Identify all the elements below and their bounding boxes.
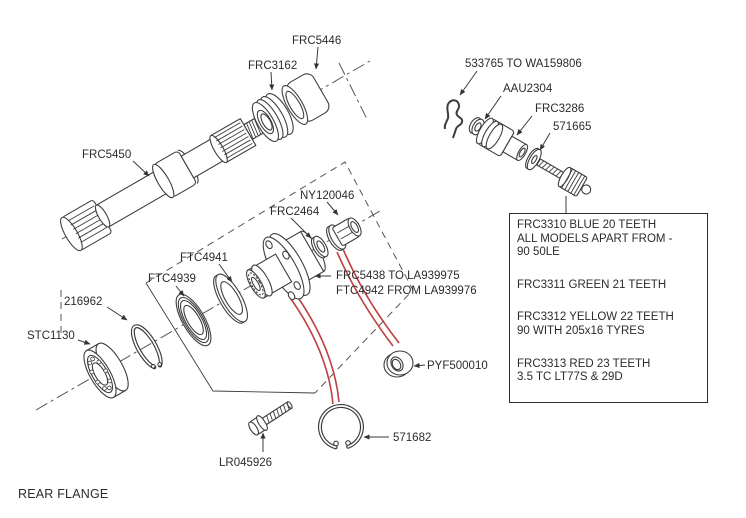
label-stc1130: STC1130 — [27, 330, 75, 342]
label-lr045926: LR045926 — [219, 457, 272, 469]
leader-stc1130 — [77, 339, 91, 345]
speedo-gear-shaft — [536, 158, 592, 197]
leader-frc3162 — [269, 71, 275, 91]
leader-ny120046 — [326, 201, 339, 216]
gear-option-frc3312: FRC3312 YELLOW 22 TEETH 90 WITH 205x16 T… — [517, 311, 703, 338]
subassembly-panel-solid — [145, 282, 316, 394]
leader-frc5446 — [313, 46, 320, 70]
leader-pyf500010 — [413, 362, 426, 369]
label-frc3162: FRC3162 — [248, 60, 297, 72]
gear-option-line: 3.5 TC LT77S & 29D — [517, 371, 623, 384]
housing-frc3286 — [475, 117, 529, 162]
label-571665: 571665 — [553, 121, 591, 133]
label-frc3286: FRC3286 — [535, 103, 584, 115]
subassembly-panel-dashed — [145, 161, 414, 394]
page-title: REAR FLANGE — [18, 487, 109, 501]
shaft-frc5450 — [60, 114, 269, 252]
gear-option-line: 90 WITH 205x16 TYRES — [517, 324, 645, 337]
leader-clip-range — [459, 70, 478, 96]
leader-frc3286 — [516, 115, 533, 136]
fitment-indicator-lines — [290, 248, 400, 405]
label-flange-line1: FRC5438 TO LA939975 — [336, 270, 460, 282]
washer-pyf500010 — [383, 350, 414, 378]
label-571682: 571682 — [393, 432, 431, 444]
label-frc5446: FRC5446 — [292, 35, 341, 47]
spline-bore — [248, 272, 264, 296]
label-frc5450: FRC5450 — [82, 149, 131, 161]
leader-aau2304 — [484, 95, 502, 120]
gear-option-frc3311: FRC3311 GREEN 21 TEETH — [517, 279, 703, 293]
label-ny120046: NY120046 — [300, 190, 354, 202]
flange-frc5438 — [246, 230, 326, 301]
gear-option-line: FRC3313 RED 23 TEETH — [517, 357, 651, 370]
gear-options-reference-box: FRC3310 BLUE 20 TEETH ALL MODELS APART F… — [509, 213, 708, 403]
flange-bolt-hole — [287, 291, 296, 301]
gear-option-line: ALL MODELS APART FROM - — [517, 232, 673, 245]
ring-ftc4941 — [213, 273, 248, 324]
leader-frc2464 — [290, 217, 312, 239]
label-flange-line2: FTC4942 FROM LA939976 — [336, 285, 477, 297]
label-pyf500010: PYF500010 — [427, 360, 488, 372]
circlip-216962 — [130, 324, 163, 370]
leader-frc5450 — [132, 160, 150, 177]
bearing-stc1130 — [83, 342, 129, 399]
washer-frc2464 — [310, 235, 329, 259]
nut-ny120046 — [326, 217, 362, 251]
axis-connector-centerline — [338, 62, 369, 122]
flange-bolt-hole — [265, 240, 273, 250]
gear-option-frc3313: FRC3313 RED 23 TEETH 3.5 TC LT77S & 29D — [517, 358, 703, 385]
leader-216962 — [106, 306, 128, 321]
gear-option-line: FRC3310 BLUE 20 TEETH — [517, 219, 657, 231]
part-labels: FRC5446 FRC3162 FRC5450 533765 TO WA1598… — [27, 35, 591, 469]
gear-option-line: FRC3312 YELLOW 22 TEETH — [517, 311, 674, 324]
oil-seal-ftc4939 — [175, 293, 212, 347]
cap-frc5446 — [281, 73, 330, 125]
mainshaft-assembly — [60, 73, 330, 252]
circlip-571682 — [318, 404, 364, 450]
staked-nut-frc3162 — [251, 93, 294, 143]
speedo-clip-533765 — [443, 99, 464, 139]
speedo-drive-assembly — [468, 117, 592, 197]
bearing-balls — [87, 356, 113, 391]
label-clip-range: 533765 TO WA159806 — [465, 58, 582, 70]
leader-ftc4939 — [175, 285, 185, 297]
gear-option-frc3310: FRC3310 BLUE 20 TEETH ALL MODELS APART F… — [517, 219, 703, 260]
leader-lines — [77, 46, 551, 452]
flange-subassembly — [83, 217, 362, 399]
bolt-lr045926 — [248, 401, 293, 436]
gear-option-line: FRC3311 GREEN 21 TEETH — [517, 278, 667, 291]
label-aau2304: AAU2304 — [503, 83, 553, 95]
label-ftc4941: FTC4941 — [180, 252, 228, 264]
label-frc2464: FRC2464 — [270, 206, 320, 218]
gear-option-line: 90 50LE — [517, 246, 560, 259]
label-ftc4939: FTC4939 — [148, 273, 196, 285]
flange-bolt-hole — [282, 250, 290, 260]
flange-bolt-hole — [293, 281, 301, 290]
leader-571665 — [539, 132, 551, 151]
leader-ftc4941 — [218, 263, 233, 283]
label-216962: 216962 — [64, 296, 102, 308]
